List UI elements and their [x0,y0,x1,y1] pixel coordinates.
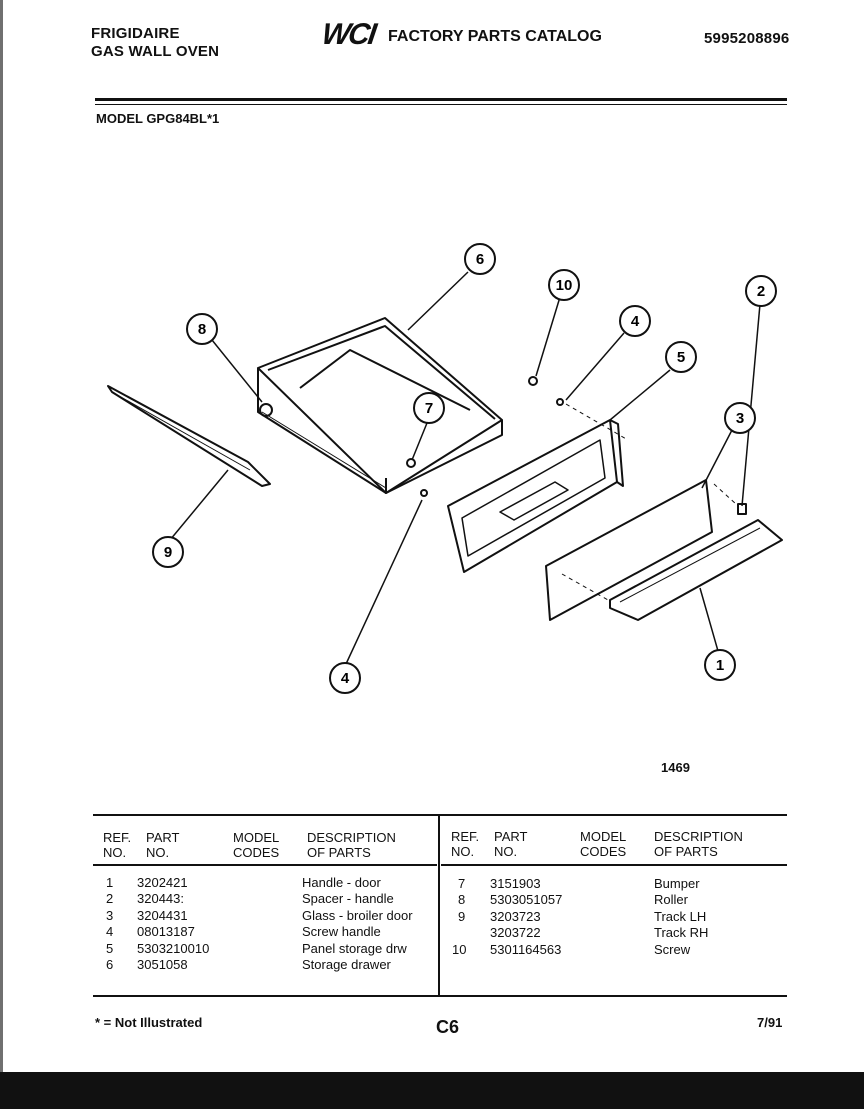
part-number: 5303210010 [137,941,210,956]
part-description: Track LH [654,909,707,924]
catalog-date: 7/91 [757,1015,783,1030]
callout-4-lower-label: 4 [341,670,350,687]
page-number: C6 [436,1017,460,1037]
callout-6-label: 6 [476,251,484,268]
header-ref-no-left: REF.NO. [103,830,132,860]
table-row: 2 [106,891,114,906]
part-number: 08013187 [137,924,195,939]
part-description: Panel storage drw [302,941,407,956]
table-divider [438,814,440,996]
table-row: 8 [458,892,466,907]
callout-2: 2 [745,275,777,307]
header-rule-bottom [95,104,787,105]
callout-8-label: 8 [198,321,206,338]
broiler-glass-drawing [545,479,713,621]
product-name: GAS WALL OVEN [91,43,220,60]
callout-8: 8 [186,313,218,345]
table-rule-top [93,814,787,816]
part-description: Bumper [654,876,700,891]
table-row: 7 [458,876,466,891]
callout-4-lower: 4 [329,662,361,694]
callout-9-label: 9 [164,544,172,561]
callout-3: 3 [724,402,756,434]
table-rule-bottom [93,995,787,997]
table-row: 6 [106,957,114,972]
callout-5: 5 [665,341,697,373]
storage-drawer-drawing [257,317,503,494]
callout-2-label: 2 [757,283,765,300]
table-row: 9 [458,909,466,924]
screw-part-top [528,376,538,386]
table-header-rule-right [441,864,787,866]
figure-number: 1469 [661,760,690,775]
table-row: 4 [106,924,114,939]
header-ref-no-right: REF.NO. [451,829,480,859]
part-number: 5303051057 [490,892,563,907]
catalog-number: 5995208896 [704,30,790,47]
screw-handle-upper [556,398,564,406]
part-number: 320443: [137,891,184,906]
model-number: MODEL GPG84BL*1 [96,111,220,126]
brand-name: FRIGIDAIRE [91,25,180,42]
part-description: Spacer - handle [302,891,394,906]
scan-edge-bottom [0,1072,864,1109]
callout-5-label: 5 [677,349,685,366]
door-handle-drawing [609,519,783,621]
callout-4-upper-label: 4 [631,313,640,330]
part-number: 3203722 [490,925,541,940]
part-description: Screw handle [302,924,381,939]
part-description: Glass - broiler door [302,908,413,923]
part-description: Roller [654,892,688,907]
callout-1: 1 [704,649,736,681]
storage-panel-drawing [447,419,624,573]
callout-9: 9 [152,536,184,568]
callout-1-label: 1 [716,657,724,674]
table-row: 3 [106,908,114,923]
callout-10: 10 [548,269,580,301]
part-number: 5301164563 [490,942,562,957]
callout-4-upper: 4 [619,305,651,337]
part-number: 3202421 [137,875,188,890]
table-header-rule-left [93,864,437,866]
table-row: 5 [106,941,114,956]
catalog-title: FACTORY PARTS CATALOG [388,28,602,45]
part-number: 3151903 [490,876,541,891]
screw-handle-lower [420,489,428,497]
part-number: 3203723 [490,909,541,924]
callout-6: 6 [464,243,496,275]
callout-7-label: 7 [425,400,433,417]
scan-edge-left [0,0,3,1109]
part-description: Storage drawer [302,957,391,972]
exploded-parts-diagram: 6 10 2 8 4 5 7 3 9 1 4 [107,243,783,694]
part-description: Screw [654,942,691,957]
table-row: 1 [106,875,114,890]
part-number: 3051058 [137,957,188,972]
not-illustrated-note: * = Not Illustrated [95,1015,203,1030]
callout-7: 7 [413,392,445,424]
bumper-part [406,458,416,468]
roller-part [259,403,273,417]
part-number: 3204431 [137,908,188,923]
table-row: 10 [452,942,467,957]
track-lh-drawing [107,385,271,487]
callout-3-label: 3 [736,410,744,427]
header-rule-top [95,98,787,101]
part-description: Track RH [654,925,709,940]
part-description: Handle - door [302,875,381,890]
callout-10-label: 10 [556,277,573,294]
